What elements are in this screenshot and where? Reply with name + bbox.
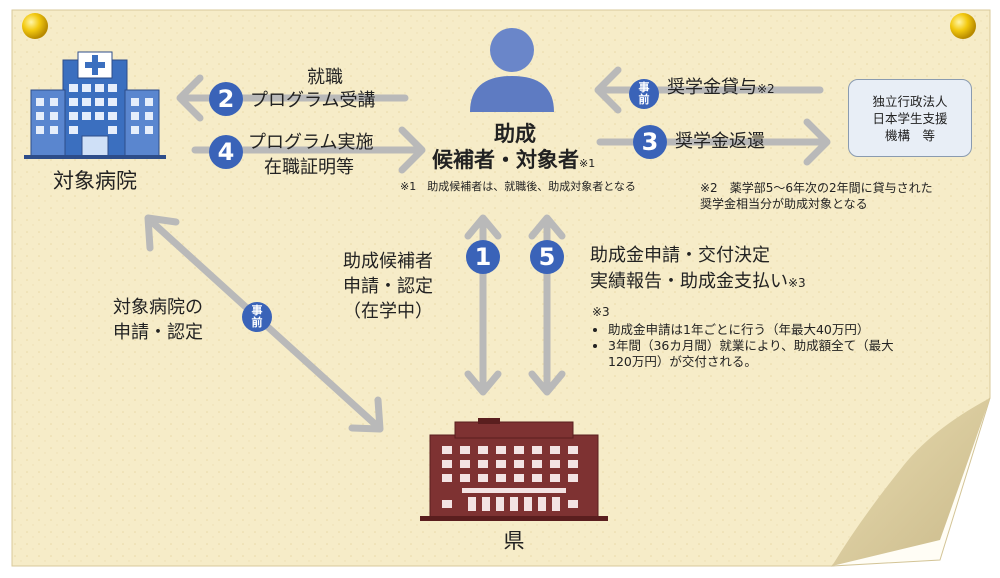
- hospital-apply-line1: 対象病院の: [113, 297, 203, 318]
- prefecture-label: 県: [503, 529, 525, 553]
- step2-label-line2: プログラム受講: [250, 90, 376, 111]
- step3-label: 奨学金返還: [675, 131, 765, 152]
- step5-label-line1: 助成金申請・交付決定: [590, 245, 770, 266]
- arrow-step1-head-bottom: [464, 370, 502, 396]
- step5-label-text: 実績報告・助成金支払い: [590, 271, 788, 292]
- org-line3: 機構 等: [884, 127, 935, 143]
- step3-badge: 3: [633, 125, 667, 159]
- loan-note-mark: ※2: [757, 82, 775, 96]
- arrow-loan-head: [594, 66, 622, 114]
- hospital-apply-line2: 申請・認定: [113, 322, 203, 343]
- note2-line1: ※2 薬学部5～6年次の2年間に貸与された: [700, 181, 933, 195]
- candidate-note: ※1 助成候補者は、就職後、助成対象者となる: [400, 180, 636, 193]
- hospital-label: 対象病院: [53, 169, 137, 193]
- step4-label-line2: 在職証明等: [264, 157, 354, 178]
- candidate-note-mark: ※1: [579, 157, 596, 170]
- note3-bullet-2-cont: 120万円）が交付される。: [608, 354, 757, 369]
- arrow-hospital-head: [144, 214, 180, 252]
- arrow-step1-head-top: [464, 214, 502, 240]
- advance-badge-char2: 前: [638, 93, 650, 106]
- step1-label-line1: 助成候補者: [343, 251, 433, 272]
- step1-label-line2: 申請・認定: [343, 276, 433, 297]
- arrow-step5-head-top: [528, 214, 566, 240]
- loan-label-text: 奨学金貸与: [667, 77, 757, 98]
- org-line2: 日本学生支援: [872, 110, 948, 126]
- jasso-org-box: 独立行政法人 日本学生支援 機構 等: [848, 79, 972, 157]
- note3-bullet-1: 助成金申請は1年ごとに行う（年最大40万円）: [608, 322, 894, 338]
- step5-note-mark: ※3: [788, 276, 806, 290]
- note2-line2: 奨学金相当分が助成対象となる: [700, 197, 868, 211]
- pin-left: [22, 13, 48, 39]
- step5-badge: 5: [530, 240, 564, 274]
- hospital-icon: [24, 51, 166, 159]
- pin-right: [950, 13, 976, 39]
- step2-badge: 2: [209, 82, 243, 116]
- step4-label-line1: プログラム実施: [248, 132, 374, 153]
- candidate-label-line1: 助成: [494, 122, 536, 146]
- arrow-step3-head: [803, 118, 831, 166]
- paper-fold: [832, 398, 990, 566]
- step4-badge: 4: [209, 135, 243, 169]
- loan-advance-badge: 事 前: [629, 79, 659, 109]
- person-icon: [470, 28, 554, 112]
- arrow-step4-head: [398, 126, 426, 174]
- advance-badge-char2: 前: [251, 316, 263, 329]
- arrow-prefecture-head: [348, 396, 384, 433]
- prefecture-building-icon: [420, 418, 608, 521]
- step1-badge: 1: [466, 240, 500, 274]
- arrow-step5-head-bottom: [528, 370, 566, 396]
- org-line1: 独立行政法人: [872, 93, 948, 109]
- arrow-step2-head: [176, 74, 204, 122]
- candidate-label-line2: 候補者・対象者※1: [432, 147, 595, 177]
- step2-label-line1: 就職: [307, 67, 343, 88]
- hospital-advance-badge: 事 前: [242, 302, 272, 332]
- loan-label: 奨学金貸与※2: [667, 76, 775, 101]
- candidate-label-text: 候補者・対象者: [432, 148, 579, 172]
- note3-bullet-2: 3年間（36カ月間）就業により、助成額全て（最大: [608, 338, 894, 354]
- step5-label-line2: 実績報告・助成金支払い※3: [590, 270, 806, 295]
- step1-label-line3: （在学中）: [343, 301, 433, 322]
- advance-badge-char1: 事: [638, 81, 650, 94]
- note3-title: ※3: [592, 305, 610, 319]
- note3-list: 助成金申請は1年ごとに行う（年最大40万円） 3年間（36カ月間）就業により、助…: [592, 322, 894, 370]
- advance-badge-char1: 事: [251, 304, 263, 317]
